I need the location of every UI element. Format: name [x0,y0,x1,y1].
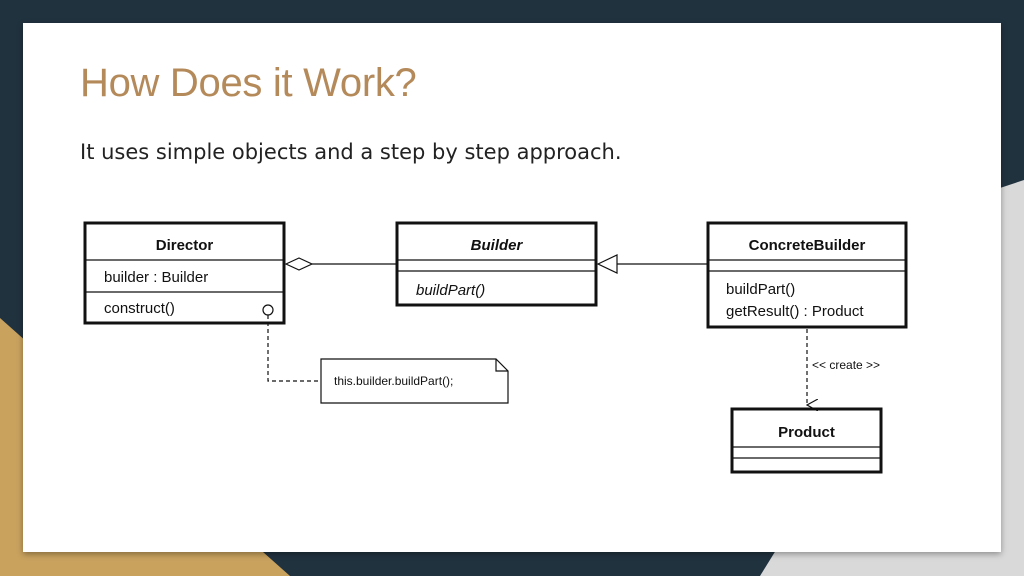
note-connector [267,315,321,382]
class-director: Director builder : Builder construct() [83,221,286,325]
create-dependency: << create >> [807,329,880,405]
class-product: Product [730,407,883,474]
note-text: this.builder.buildPart(); [334,374,453,388]
slide-body-text: It uses simple objects and a step by ste… [80,140,622,164]
aggregation-connector [284,257,397,271]
inheritance-connector [596,254,708,274]
class-product-name: Product [778,424,835,441]
class-builder: Builder buildPart() [395,221,598,307]
aggregation-diamond [284,257,314,271]
uml-builder-diagram: Director builder : Builder construct() B… [83,221,908,474]
create-label: << create >> [812,358,880,372]
class-concrete-builder: ConcreteBuilder buildPart() getResult() … [706,221,908,329]
note-anchor-circle [262,304,274,316]
inheritance-triangle [596,254,618,274]
class-concrete-builder-operation-1: buildPart() [726,281,795,298]
class-director-operation: construct() [104,300,175,317]
slide-title: How Does it Work? [80,61,417,105]
class-concrete-builder-box [706,221,908,329]
class-builder-name: Builder [471,237,524,254]
code-note: this.builder.buildPart(); [320,358,509,404]
class-product-box [730,407,883,474]
note-fold [495,359,508,372]
class-director-name: Director [156,237,214,254]
note-shape [320,358,509,404]
class-builder-operation: buildPart() [416,282,485,299]
class-concrete-builder-operation-2: getResult() : Product [726,303,864,320]
class-concrete-builder-name: ConcreteBuilder [749,237,866,254]
class-director-attribute: builder : Builder [104,269,208,286]
class-director-box [83,221,286,325]
slide: How Does it Work? It uses simple objects… [23,23,1001,552]
